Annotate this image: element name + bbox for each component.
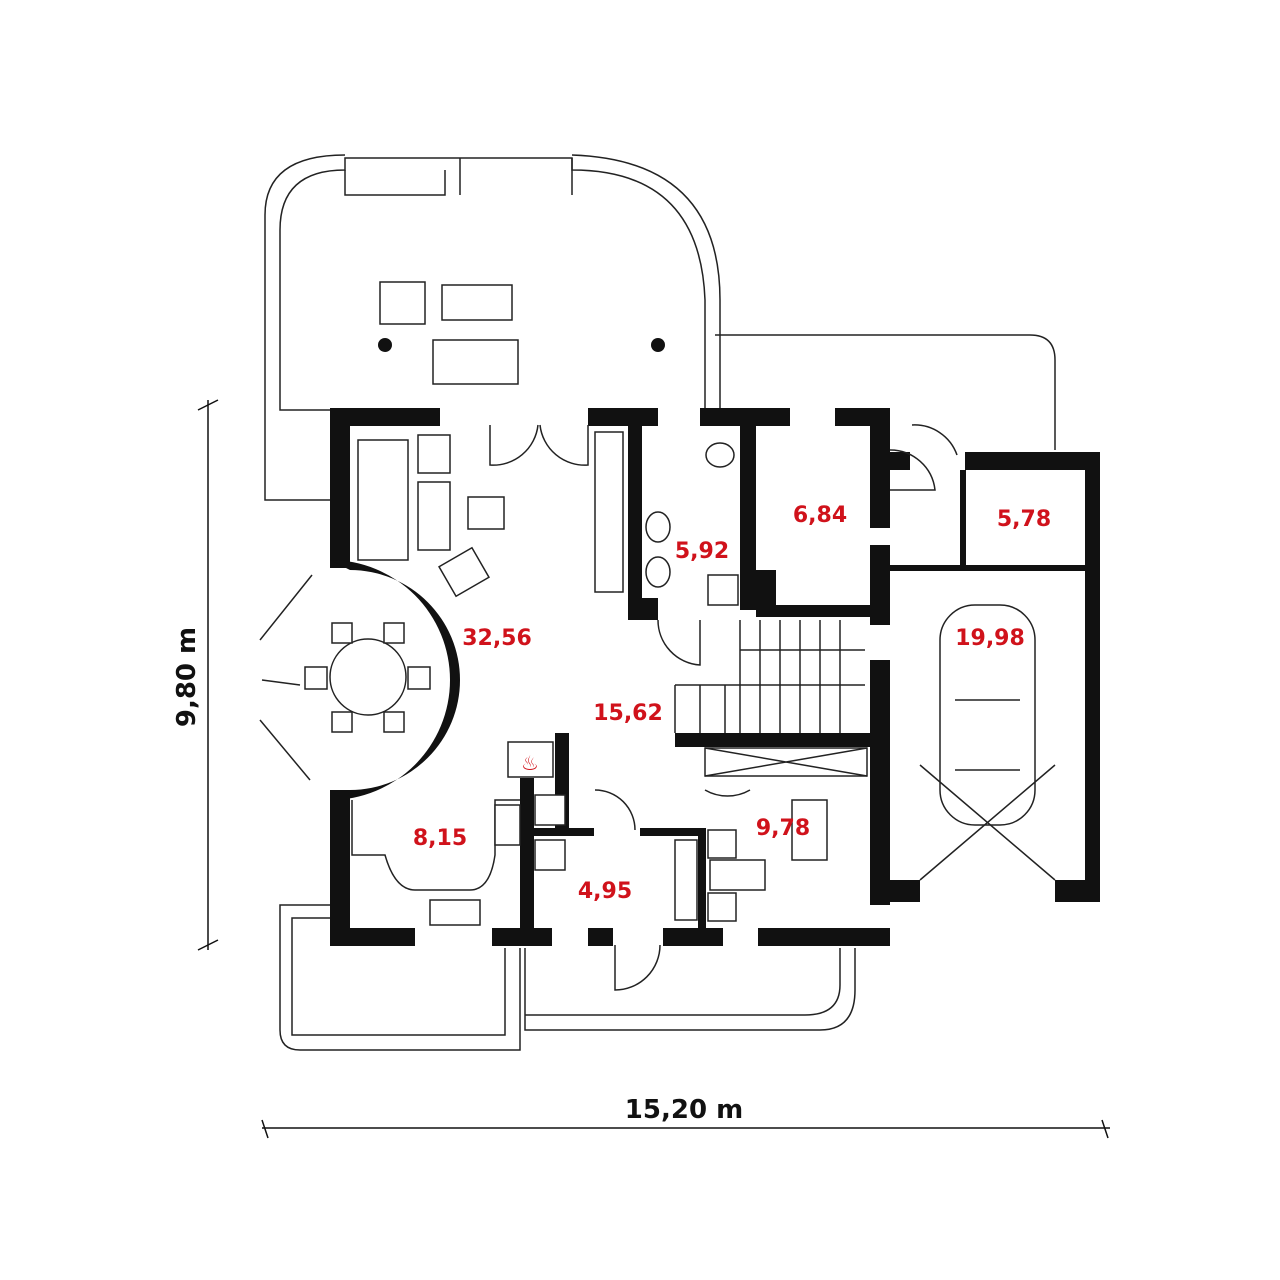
area-office: 9,78 (756, 816, 810, 841)
stairs (674, 620, 865, 733)
area-labels: 32,56 5,92 6,84 5,78 19,98 15,62 8,15 4,… (413, 503, 1051, 904)
area-bathroom: 5,92 (675, 539, 729, 564)
top-terrace (264, 154, 1056, 501)
width-label: 15,20 m (625, 1095, 743, 1125)
furniture: ♨ (304, 281, 868, 926)
area-entry: 4,95 (578, 879, 632, 904)
bottom-terrace (279, 904, 856, 1051)
area-garage: 19,98 (955, 626, 1025, 651)
doors (489, 424, 958, 991)
height-label: 9,80 m (172, 627, 202, 727)
dimension-width: 15,20 m (261, 1095, 1110, 1139)
dimension-height: 9,80 m (172, 399, 219, 951)
area-room-top: 6,84 (793, 503, 847, 528)
area-utility: 5,78 (997, 507, 1051, 532)
area-living: 32,56 (462, 626, 532, 651)
fireplace-icon: ♨ (521, 751, 539, 775)
area-hall: 15,62 (593, 701, 663, 726)
area-kitchen: 8,15 (413, 826, 467, 851)
car-icon (919, 604, 1056, 881)
